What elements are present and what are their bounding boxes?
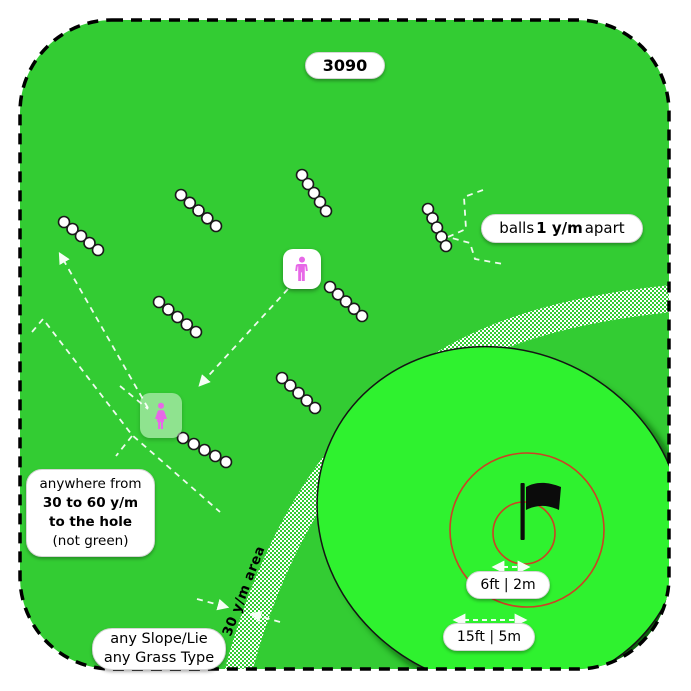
golf-ball-icon (201, 212, 214, 225)
note-line-4: (not green) (52, 533, 129, 549)
balls-spacing-pre: balls (499, 219, 535, 237)
golf-ball-icon (301, 177, 315, 191)
direction-arrow-upleft (58, 251, 149, 409)
golf-ball-icon (275, 371, 289, 385)
golf-ball-icon (91, 243, 105, 257)
golf-ball-icon (187, 437, 201, 451)
golf-ball-icon (180, 318, 194, 331)
golf-ball-icon (198, 443, 211, 457)
outer-radius-label: 15ft | 5m (443, 623, 535, 651)
golf-ball-icon (174, 188, 188, 202)
area-boundary (18, 18, 671, 671)
golf-ball-icon (319, 204, 333, 218)
note-line-3: to the hole (48, 514, 133, 530)
golf-ball-icon (292, 386, 305, 400)
inner-radius-label: 6ft | 2m (466, 571, 550, 599)
note-line-1: anywhere from (39, 476, 142, 492)
balls-spacing-value: 1 y/m (536, 219, 583, 237)
golf-ball-icon (209, 219, 223, 233)
ring-15ft (449, 452, 605, 608)
band-width-arrow-left (196, 598, 230, 611)
golf-ball-icon (171, 310, 184, 324)
golf-ball-icon (331, 287, 345, 301)
balls-spacing-label: balls 1 y/m apart (481, 214, 643, 243)
person-standing-icon (155, 402, 167, 429)
golf-ball-icon (283, 379, 297, 392)
flag-icon (520, 482, 561, 540)
station-number-badge: 3090 (305, 52, 385, 79)
golf-ball-icon (57, 215, 71, 229)
player-upper (283, 249, 321, 289)
dashed-guides (31, 189, 504, 623)
golf-ball-icon (347, 302, 361, 316)
golf-ball-icon (74, 229, 88, 243)
conditions-label: any Slope/Lie any Grass Type (92, 628, 226, 670)
golf-ball-icon (209, 449, 222, 463)
player-lower (140, 393, 182, 438)
conditions-line-1: any Slope/Lie (110, 631, 208, 647)
balls-callout-brace (445, 189, 504, 265)
golf-ball-icon (355, 309, 369, 323)
golf-ball-icon (83, 236, 96, 250)
distance-note-box: anywhere from 30 to 60 y/m to the hole (… (26, 469, 155, 557)
band-width-arrow-right (249, 610, 281, 623)
ball-lines (57, 168, 453, 469)
golf-ball-icon (192, 204, 205, 217)
golf-ball-icon (152, 295, 166, 309)
golf-ball-icon (439, 239, 453, 253)
golf-ball-icon (307, 186, 321, 200)
guide-diagonal (31, 317, 221, 513)
conditions-line-2: any Grass Type (103, 650, 215, 666)
golf-ball-icon (308, 401, 322, 415)
golf-ball-icon (66, 222, 79, 236)
golf-ball-icon (295, 168, 309, 182)
note-line-2: 30 to 60 y/m (42, 495, 139, 511)
golf-ball-icon (313, 195, 327, 209)
golf-ball-icon (189, 325, 203, 339)
golf-ball-icon (162, 303, 175, 316)
golf-ball-icon (300, 394, 314, 407)
golf-ball-icon (176, 431, 190, 445)
golf-ball-icon (219, 455, 233, 469)
person-standing-icon (295, 256, 308, 281)
station-number: 3090 (322, 55, 368, 75)
guide-fork (115, 435, 133, 457)
golf-ball-icon (183, 196, 197, 210)
golf-ball-icon (339, 295, 353, 308)
balls-spacing-post: apart (584, 219, 625, 237)
golf-ball-icon (323, 280, 337, 294)
